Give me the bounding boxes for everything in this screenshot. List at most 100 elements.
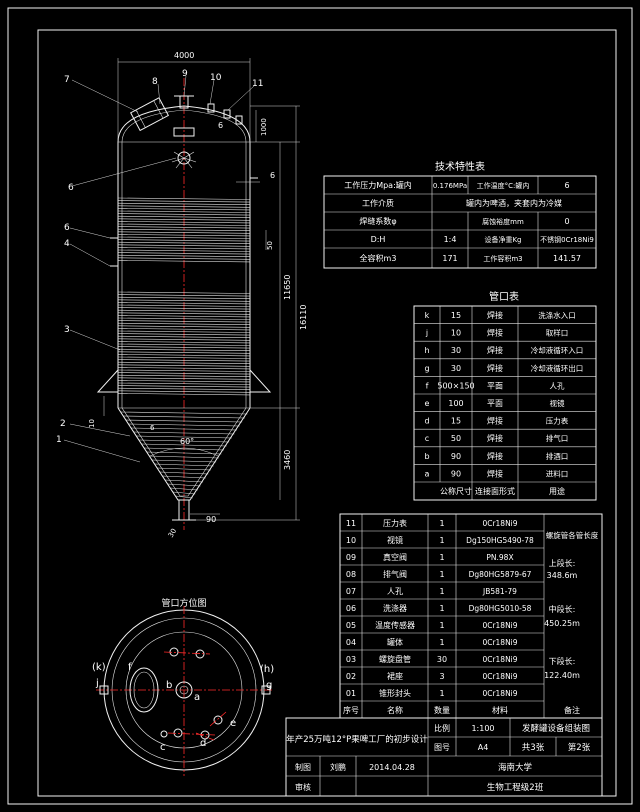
- tb-sheet-label: 图号: [434, 743, 450, 752]
- nozzle-cell: 焊接: [487, 328, 503, 338]
- coil-turn: [117, 249, 251, 252]
- parts-cell: 真空阀: [383, 552, 407, 562]
- coil-turn: [117, 213, 251, 216]
- parts-cell: 1: [439, 587, 444, 596]
- dim-diameter: 4000: [174, 51, 194, 60]
- support-left: [96, 369, 119, 393]
- parts-cell: 洗涤器: [383, 603, 407, 613]
- tech-r0c3: 6: [564, 181, 569, 190]
- coil-turn: [117, 218, 251, 221]
- dim-angle: 60°: [180, 437, 194, 446]
- nozzle-cell: 焊接: [487, 345, 503, 355]
- coil-turn: [144, 447, 224, 451]
- nozzle-cell: 焊接: [487, 416, 503, 426]
- coil-turn: [117, 228, 251, 231]
- coil-turn: [117, 200, 251, 203]
- coil-turn: [117, 244, 251, 247]
- parts-cell: 02: [346, 672, 356, 681]
- parts-footer-cell: 数量: [434, 705, 450, 715]
- coil-turn: [149, 455, 219, 459]
- coil-turn: [117, 234, 251, 237]
- parts-cell: 01: [346, 689, 356, 698]
- coil-turn: [175, 495, 193, 499]
- coil-turn: [117, 343, 251, 346]
- tech-r3c1: 1:4: [444, 235, 457, 244]
- callout-11: 11: [252, 79, 263, 89]
- parts-cell: 0Cr18Ni9: [482, 638, 517, 647]
- parts-cell: 1: [439, 604, 444, 613]
- nozzle-cell: 30: [451, 346, 461, 355]
- dim-jacket-gap: 6: [270, 171, 275, 180]
- parts-note-4: 下段长:: [549, 656, 576, 666]
- parts-cell: 08: [346, 570, 356, 579]
- nozzle-cell: c: [425, 434, 429, 443]
- coil-turn: [117, 254, 251, 257]
- plan-manhole: [129, 667, 159, 713]
- coil-turn: [117, 367, 251, 370]
- coil-turn: [164, 479, 204, 483]
- tb-drawn-by: 刘鹏: [330, 762, 346, 772]
- coil-turn: [125, 419, 243, 423]
- nozzle-footer-cell: 连接面形式: [475, 486, 515, 496]
- coil-turn: [117, 252, 251, 255]
- dim-outlet-size: 30: [167, 527, 178, 539]
- callout-9: 9: [182, 69, 188, 79]
- coil-turn: [136, 435, 232, 439]
- nozzle-cell: d: [424, 417, 429, 426]
- callout-2: 2: [60, 419, 66, 429]
- nozzle-cell: 焊接: [487, 363, 503, 373]
- coil-turn: [151, 459, 217, 463]
- nozzle-cell: j: [425, 329, 428, 338]
- nozzle-cell: 取样口: [546, 328, 569, 338]
- parts-cell: 3: [439, 672, 444, 681]
- outer-border: [7, 7, 633, 805]
- parts-cell: Dg80HG5879-67: [469, 570, 532, 579]
- spray-ball: [177, 151, 191, 165]
- parts-cell: Dg150HG5490-78: [466, 536, 534, 545]
- coil-turn: [117, 307, 251, 310]
- coil-turn: [117, 210, 251, 213]
- tb-drawn-label: 制图: [295, 762, 311, 772]
- nozzle-plan: 管口方位图 (k) j (h) g f b a c d e: [92, 597, 274, 776]
- nozzle-cell: 进料口: [546, 468, 569, 478]
- coil-turn: [117, 223, 251, 226]
- nozzle-cell: 500×150: [437, 381, 474, 390]
- coil-turn: [117, 338, 251, 341]
- coil-turn: [117, 202, 251, 205]
- tech-r0c0: 工作压力Mpa:罐内: [344, 180, 412, 190]
- parts-cell: 锥形封头: [379, 688, 411, 698]
- coil-turn: [120, 411, 248, 415]
- coil-lower: [117, 291, 251, 396]
- tech-r3c2: 设备净重Kg: [484, 235, 521, 244]
- coil-turn: [117, 221, 251, 224]
- coil-turn: [117, 372, 251, 375]
- nozzle-cell: 焊接: [487, 433, 503, 443]
- plan-title: 管口方位图: [161, 597, 206, 609]
- callout-6b: 6: [64, 223, 70, 233]
- parts-cell: 1: [439, 519, 444, 528]
- nozzle-cell: 洗涤水入口: [538, 310, 576, 320]
- coil-turn: [117, 348, 251, 351]
- callout-10: 10: [210, 73, 222, 83]
- parts-cell: 0Cr18Ni9: [482, 621, 517, 630]
- coil-turn: [117, 328, 251, 331]
- nozzle-cell: 平面: [487, 381, 503, 390]
- tb-school: 海南大学: [498, 762, 533, 773]
- coil-turn: [117, 354, 251, 357]
- tech-r4c2: 工作容积m3: [483, 254, 522, 263]
- tech-r1c0: 工作介质: [362, 198, 394, 208]
- parts-cell: 压力表: [383, 518, 407, 528]
- coil-turn: [141, 443, 227, 447]
- coil-turn: [117, 315, 251, 318]
- callout-leaders: [63, 75, 255, 463]
- tech-r3c3: 不锈钢0Cr18Ni9: [540, 235, 594, 244]
- parts-cell: 视镜: [387, 535, 403, 545]
- tb-sheet-no: 第2张: [568, 742, 591, 753]
- callout-6a: 6: [68, 183, 74, 193]
- coil-turn: [117, 330, 251, 333]
- nozzle-cell: h: [424, 346, 429, 355]
- parts-cell: 1: [439, 553, 444, 562]
- tech-title: 技术特性表: [435, 160, 485, 173]
- coil-turn: [131, 427, 237, 431]
